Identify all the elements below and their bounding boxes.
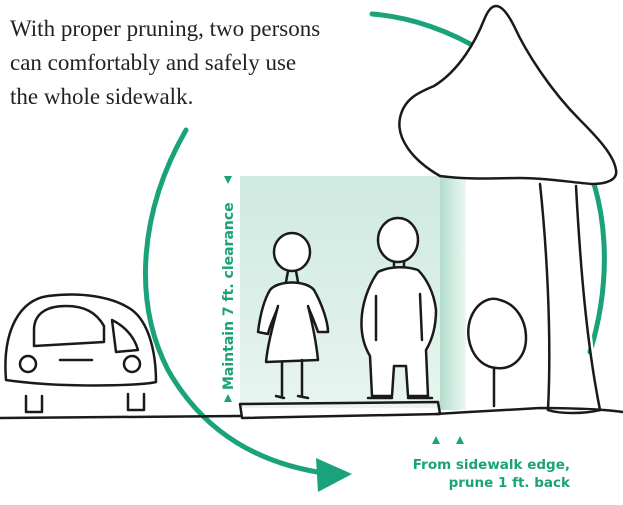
prune-note-line: From sidewalk edge, <box>350 456 570 474</box>
prune-note: From sidewalk edge, prune 1 ft. back <box>350 456 570 492</box>
up-triangle-icon <box>224 176 232 184</box>
shrub <box>468 299 526 406</box>
clearance-label: Maintain 7 ft. clearance <box>221 202 237 390</box>
prune-marker-icon <box>432 436 440 444</box>
caption-line: can comfortably and safely use <box>10 46 370 80</box>
caption-line: With proper pruning, two persons <box>10 12 370 46</box>
pruning-strip <box>440 176 466 410</box>
prune-marker-icon <box>456 436 464 444</box>
arrowhead-icon <box>316 458 352 492</box>
parked-car <box>5 295 156 412</box>
prune-note-line: prune 1 ft. back <box>350 474 570 492</box>
down-triangle-icon <box>224 394 232 402</box>
caption-line: the whole sidewalk. <box>10 80 370 114</box>
caption-text: With proper pruning, two persons can com… <box>10 12 370 114</box>
